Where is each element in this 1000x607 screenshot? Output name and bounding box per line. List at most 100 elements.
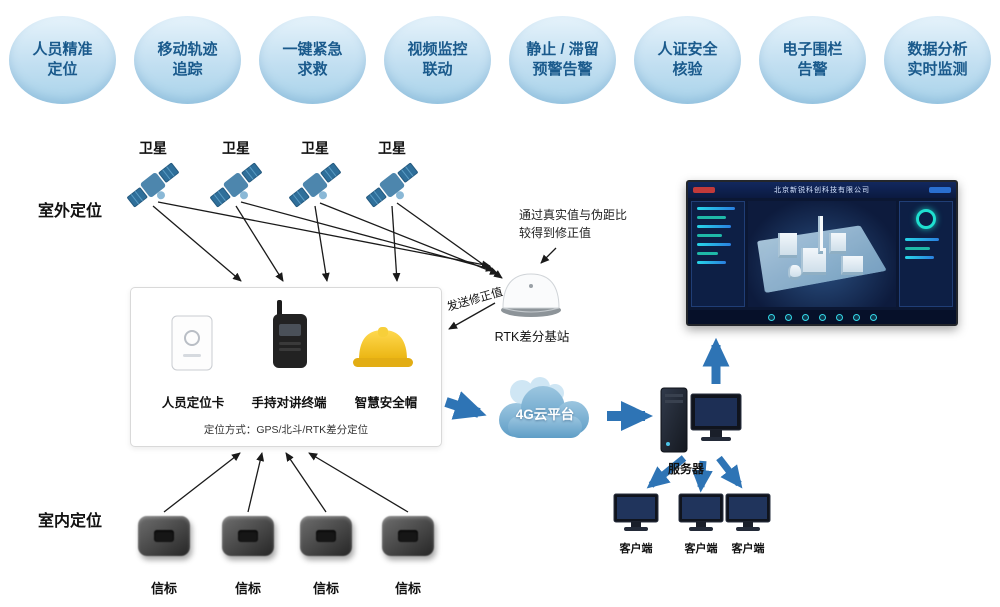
satellite-label: 卫星 — [301, 140, 329, 156]
badge-track-tracing: 移动轨迹 追踪 — [134, 16, 241, 104]
rtk-base-station-label: RTK差分基站 — [494, 330, 570, 344]
dock-icon — [869, 313, 877, 321]
beacon-icon — [382, 516, 434, 556]
badge-text: 移动轨迹 — [157, 40, 218, 58]
beacon-icon — [138, 516, 190, 556]
safety-helmet-icon — [353, 327, 413, 367]
stat-bar — [697, 216, 727, 219]
server-label: 服务器 — [667, 462, 704, 476]
badge-text: 静止 / 滞留 — [526, 40, 599, 58]
feature-badges-row: 人员精准 定位 移动轨迹 追踪 一键紧急 求救 视频监控 联动 静止 / 滞留 … — [0, 16, 1000, 104]
dock-icon — [767, 313, 775, 321]
badge-text: 一键紧急 — [282, 40, 343, 58]
badge-text: 联动 — [422, 61, 453, 78]
badge-text: 人员精准 — [32, 40, 93, 58]
correction-note-line1: 通过真实值与伪距比 — [519, 208, 628, 222]
client-label: 客户端 — [731, 543, 765, 555]
gauge-donut — [916, 209, 936, 229]
satellite-icon — [366, 162, 418, 208]
dashboard-left-panel — [691, 201, 745, 307]
plant-tank — [787, 264, 802, 281]
dashboard-screen: 北京新锐科创科技有限公司 — [686, 180, 958, 326]
stat-bar — [697, 207, 735, 210]
dashboard-body — [688, 198, 956, 310]
outdoor-section-label: 室外定位 — [38, 203, 103, 220]
beacon-label: 信标 — [394, 581, 421, 596]
dashboard-chip-left — [693, 187, 715, 193]
badge-text: 核验 — [672, 61, 703, 78]
positioning-method-caption: 定位方式：GPS/北斗/RTK差分定位 — [203, 424, 369, 436]
badge-video-linkage: 视频监控 联动 — [384, 16, 491, 104]
plant-building — [841, 256, 864, 276]
stat-bar — [905, 238, 939, 241]
dock-icon — [835, 313, 843, 321]
client-label: 客户端 — [684, 543, 718, 555]
correction-note: 通过真实值与伪距比 较得到修正值 — [519, 206, 639, 242]
dock-icon — [801, 313, 809, 321]
beacon-label: 信标 — [234, 581, 261, 596]
server-icon — [660, 387, 742, 453]
stat-bar — [697, 234, 723, 237]
badge-text: 实时监测 — [907, 61, 968, 78]
satellite-2: 卫星 — [207, 138, 265, 215]
stat-bar — [905, 247, 931, 250]
dashboard-right-panel — [899, 201, 953, 307]
satellite-icon — [127, 162, 179, 208]
dock-icon — [784, 313, 792, 321]
badge-text: 预警告警 — [532, 61, 593, 78]
plant-chimney — [817, 215, 824, 254]
plant-building — [801, 247, 827, 276]
client-label: 客户端 — [619, 543, 653, 555]
badge-text: 告警 — [797, 61, 828, 78]
correction-note-line2: 较得到修正值 — [519, 226, 592, 240]
client-computer-icon — [725, 493, 771, 531]
badge-one-key-sos: 一键紧急 求救 — [259, 16, 366, 104]
handheld-radio-icon — [273, 300, 307, 368]
badge-text: 视频监控 — [407, 40, 468, 58]
plant-building — [829, 232, 846, 254]
badge-text: 电子围栏 — [782, 40, 843, 58]
send-correction-label: 发送修正值 — [445, 286, 505, 314]
client-computer-icon — [613, 493, 659, 531]
satellite-4: 卫星 — [363, 138, 421, 215]
cloud-platform-label: 4G云平台 — [515, 407, 575, 422]
badge-text: 定位 — [47, 61, 78, 78]
cloud-platform-icon — [499, 377, 589, 438]
badge-personnel-positioning: 人员精准 定位 — [9, 16, 116, 104]
satellite-icon — [289, 162, 341, 208]
stat-bar — [697, 243, 731, 246]
badge-data-analysis: 数据分析 实时监测 — [884, 16, 991, 104]
satellite-label: 卫星 — [378, 140, 406, 156]
beacon-label: 信标 — [150, 581, 177, 596]
badge-text: 追踪 — [172, 61, 203, 78]
stat-bar — [697, 225, 731, 228]
positioning-card-label: 人员定位卡 — [161, 396, 225, 410]
handheld-radio-label: 手持对讲终端 — [251, 396, 327, 410]
dashboard-title: 北京新锐科创科技有限公司 — [774, 187, 870, 194]
beacon-label: 信标 — [312, 581, 339, 596]
dock-icon — [852, 313, 860, 321]
dashboard-titlebar: 北京新锐科创科技有限公司 — [688, 182, 956, 198]
plant-building — [777, 232, 797, 259]
stat-bar — [697, 261, 727, 264]
satellite-1: 卫星 — [124, 138, 182, 215]
satellite-3: 卫星 — [286, 138, 344, 215]
satellite-label: 卫星 — [139, 140, 167, 156]
dashboard-3d-plant-view — [748, 201, 896, 307]
beacon-icon — [300, 516, 352, 556]
satellite-label: 卫星 — [222, 140, 250, 156]
badge-text: 人证安全 — [657, 40, 718, 58]
badge-efence-alarm: 电子围栏 告警 — [759, 16, 866, 104]
beacon-icon — [222, 516, 274, 556]
dashboard-chip-right — [929, 187, 951, 193]
stat-bar — [905, 256, 935, 259]
badge-text: 数据分析 — [907, 40, 968, 58]
badge-text: 求救 — [297, 61, 328, 78]
terminal-device-box: 人员定位卡 手持对讲终端 智慧安全帽 定位方式：GPS/北斗/RTK差分定位 — [130, 287, 442, 447]
stat-bar — [697, 252, 718, 255]
safety-helmet-label: 智慧安全帽 — [354, 396, 418, 410]
badge-id-verification: 人证安全 核验 — [634, 16, 741, 104]
indoor-section-label: 室内定位 — [38, 513, 103, 530]
satellite-icon — [210, 162, 262, 208]
